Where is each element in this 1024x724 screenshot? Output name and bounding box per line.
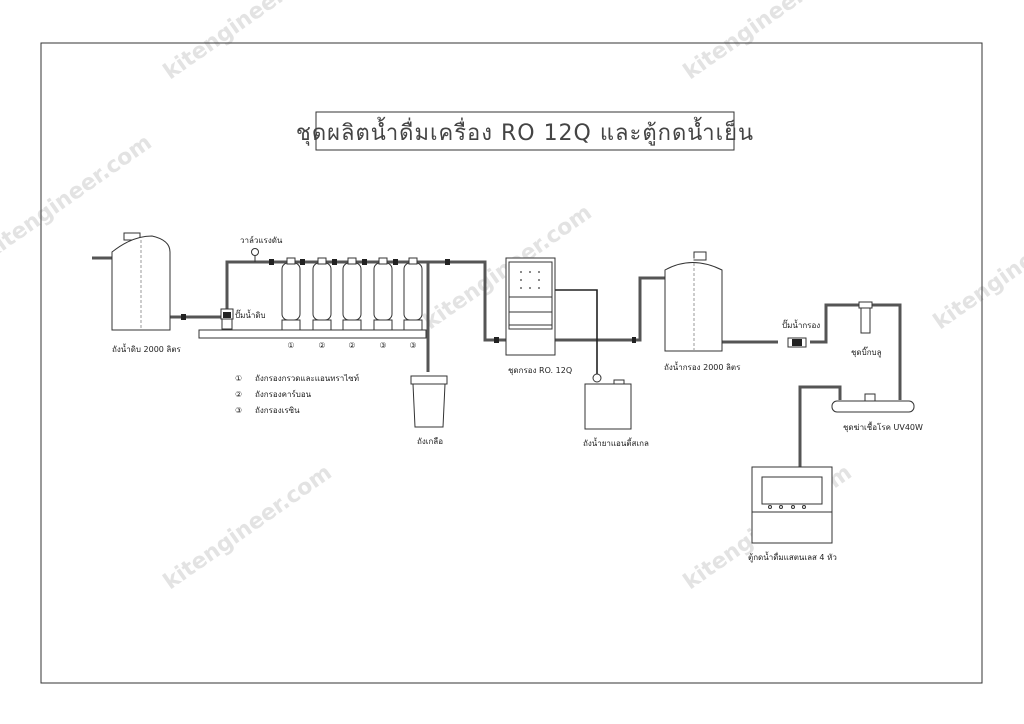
ro-unit [505,257,556,356]
antiscalant-tank [584,373,632,430]
pipes [92,256,902,467]
antiscalant-label: ถังน้ำยาแอนตี้สเกล [583,437,649,448]
watermark: kitengineer.com [159,460,337,595]
legend: ① ถังกรองกรวดและแอนทราไซท์ ② ถังกรองคาร์… [235,373,359,415]
legend-text: ถังกรองกรวดและแอนทราไซท์ [255,373,359,383]
pressure-gauge-icon [251,248,259,262]
filter-tanks [281,257,423,331]
water-dispenser [751,466,833,544]
filtered-water-tank [664,251,723,352]
ro-unit-label: ชุดกรอง RO. 12Q [508,366,572,375]
legend-text: ถังกรองเรซิน [255,406,300,415]
raw-water-pump [220,308,234,330]
raw-pump-label: ปั๊มน้ำดิบ [235,309,266,320]
dispenser-label: ตู้กดน้ำดื่มแสตนเลส 4 หัว [748,551,837,563]
filter-number: ③ [379,341,386,350]
filter-number: ③ [409,341,416,350]
filter-number: ② [318,341,325,350]
legend-text: ถังกรองคาร์บอน [255,389,312,399]
bigblue-filter [858,301,873,334]
filter-number: ② [348,341,355,350]
watermark: kitengineer.com [159,0,337,85]
filtered-water-pump [787,337,807,348]
filter-number: ① [287,341,294,350]
drawing-border [40,42,983,684]
pressure-valve-label: วาล์วแรงดัน [240,235,283,245]
page-title: ชุดผลิตน้ำดื่มเครื่อง RO 12Q และตู้กดน้ำ… [296,117,754,146]
antiscalant-line [555,289,598,378]
uv-label: ชุดฆ่าเชื้อโรค UV40W [843,421,923,432]
filtered-tank-label: ถังน้ำกรอง 2000 ลิตร [664,361,741,372]
legend-num: ③ [235,406,242,415]
bigblue-label: ชุดบิ๊กบลู [851,346,882,358]
title-box [315,111,735,151]
legend-num: ① [235,374,242,383]
raw-tank-label: ถังน้ำดิบ 2000 ลิตร [112,343,182,354]
uv-sterilizer [831,393,915,413]
raw-water-tank [111,232,171,331]
watermark: kitengineer.com [929,200,1024,335]
filtered-pump-label: ปั๊มน้ำกรอง [782,319,820,330]
legend-num: ② [235,390,242,399]
filter-platform [198,329,427,339]
salt-tank [410,375,448,428]
watermark: kitengineer.com [679,0,857,85]
salt-tank-label: ถังเกลือ [417,437,443,446]
